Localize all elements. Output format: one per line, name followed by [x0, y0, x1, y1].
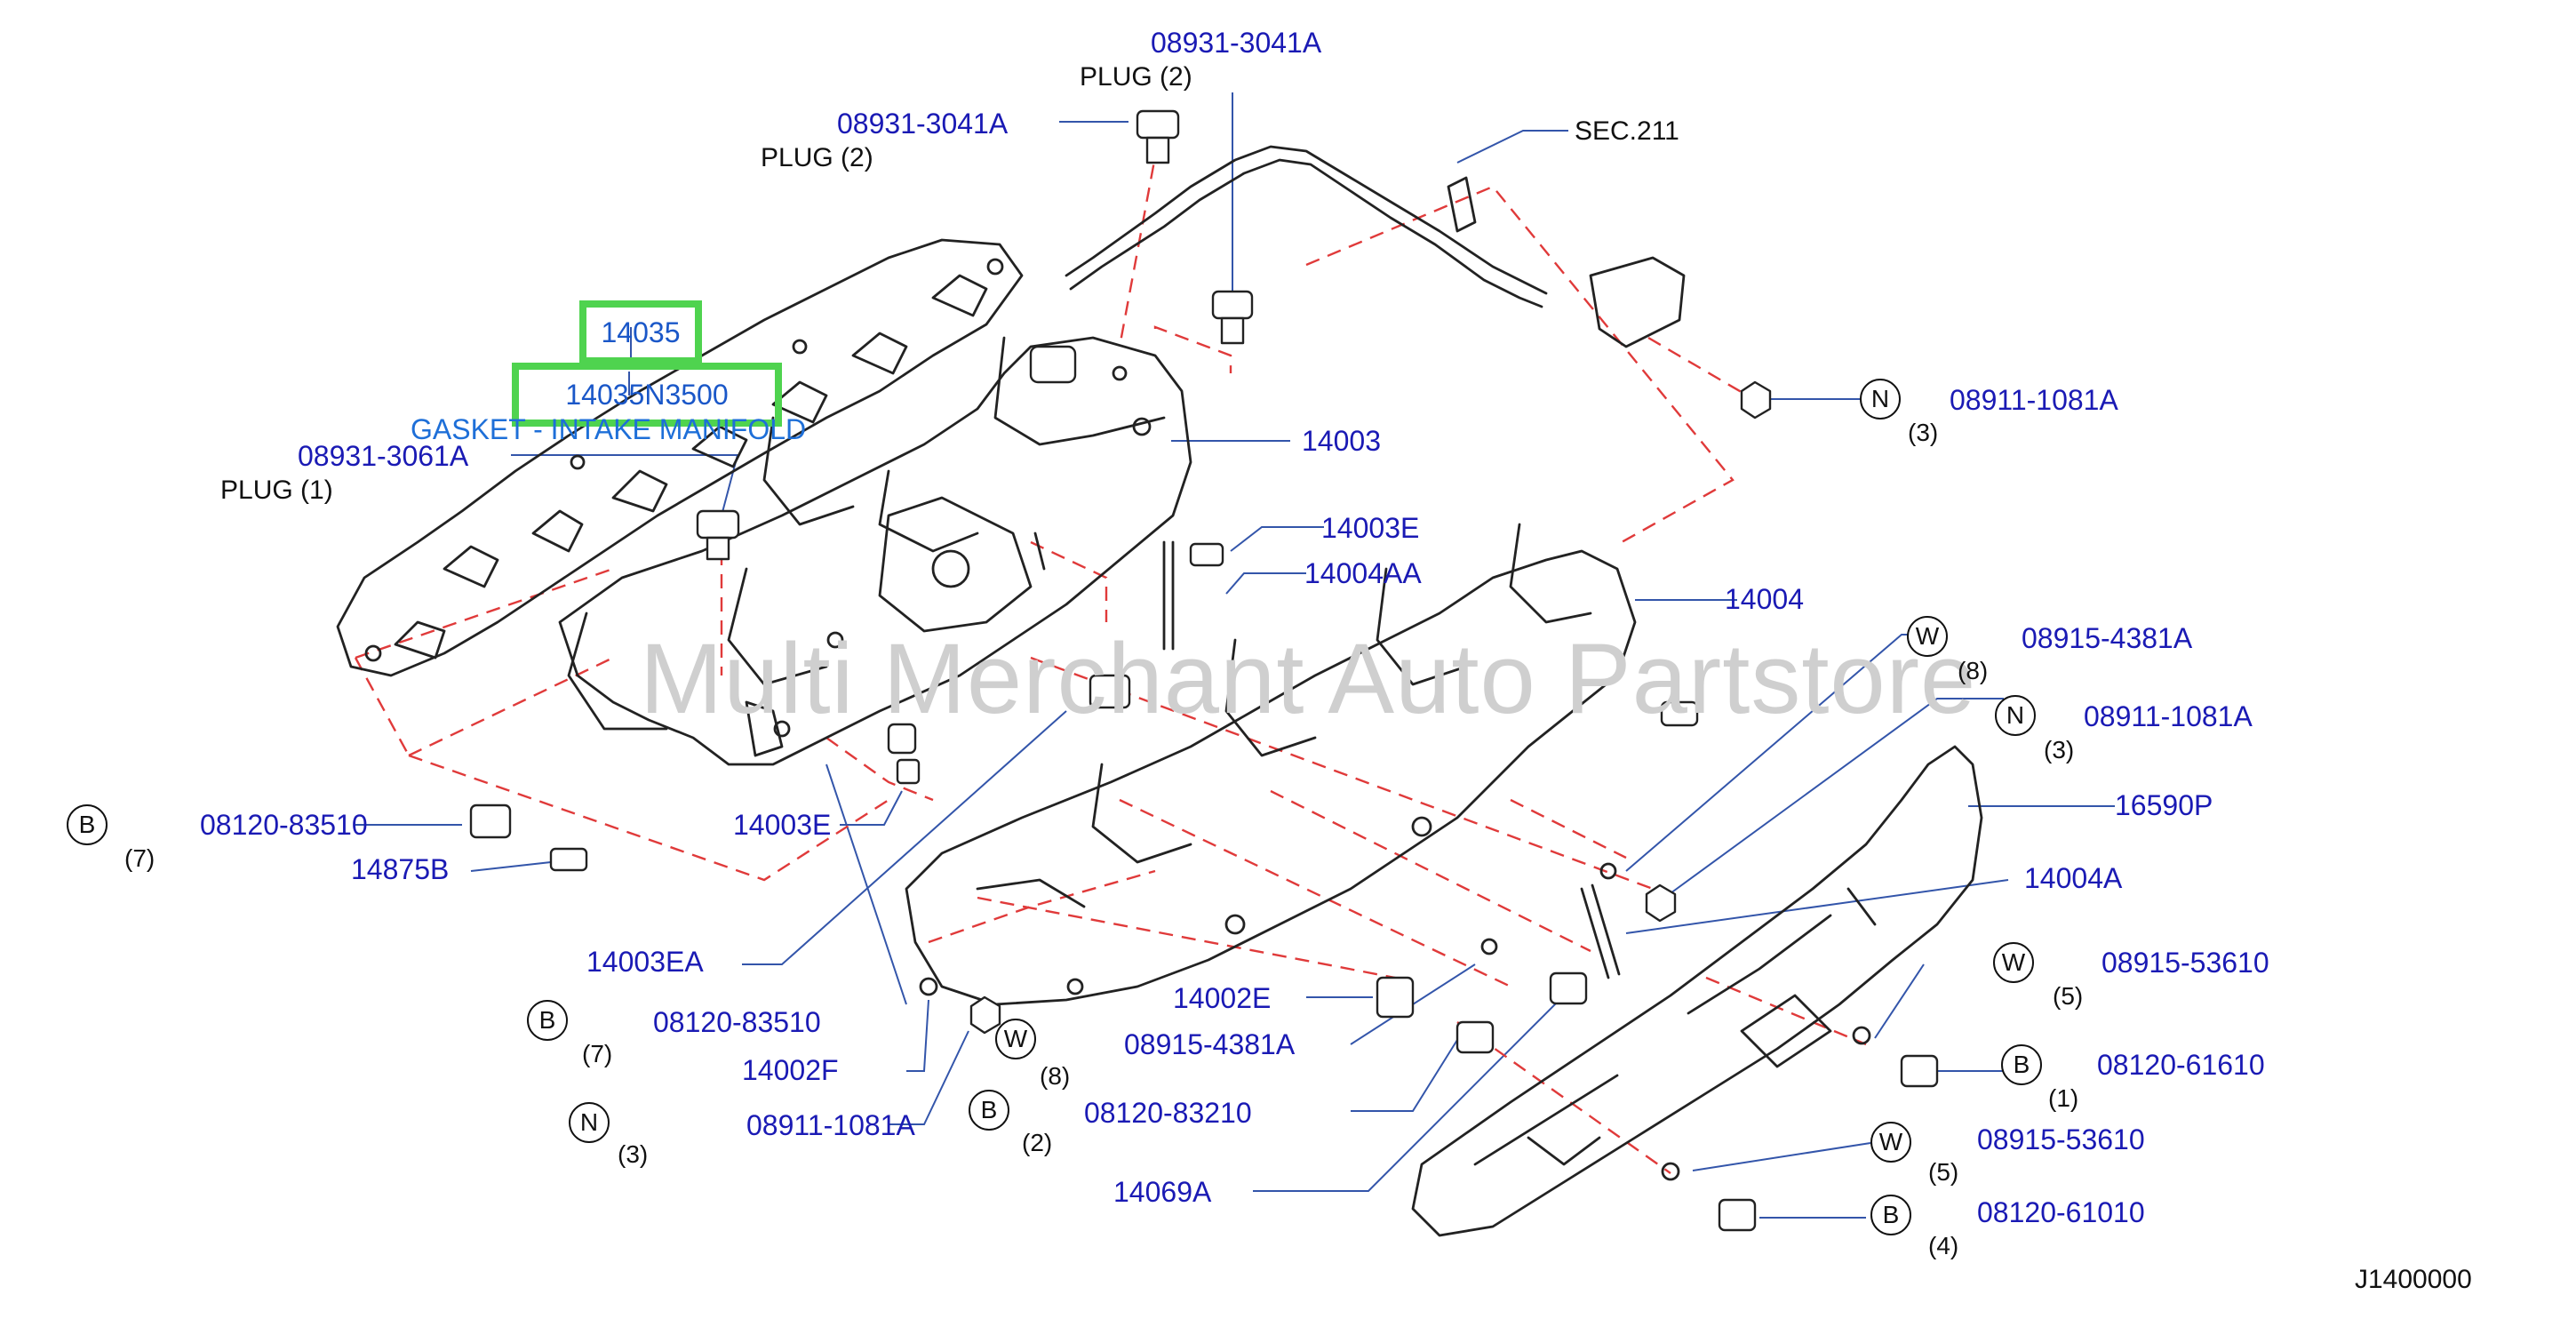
part-label-08931-3041A-top[interactable]: 08931-3041A: [1151, 27, 1322, 59]
qty-label-b-7l: (7): [124, 844, 156, 872]
qty-label-n-3c: (3): [618, 1140, 649, 1168]
part-label-14003[interactable]: 14003: [1302, 425, 1381, 457]
part-label-08120-83210[interactable]: 08120-83210: [1084, 1097, 1252, 1129]
part-label-08911-1081A-r1[interactable]: 08911-1081A: [1950, 384, 2118, 416]
part-label-14069A[interactable]: 14069A: [1113, 1176, 1212, 1208]
callout-n-c: N: [569, 1102, 610, 1143]
part-label-08120-83510-c[interactable]: 08120-83510: [653, 1006, 821, 1038]
section-ref-label[interactable]: SEC.211: [1575, 116, 1679, 146]
watermark: Multi Merchant Auto Partstore: [640, 623, 1977, 734]
part-label-08915-4381A-c[interactable]: 08915-4381A: [1124, 1028, 1296, 1060]
plug-label-top: PLUG (2): [1080, 62, 1192, 92]
callout-w-a: W: [1993, 942, 2034, 983]
callout-n-r1: N: [1860, 379, 1901, 420]
part-label-08915-53610-b[interactable]: 08915-53610: [1977, 1123, 2145, 1155]
part-label-08931-3061A[interactable]: 08931-3061A: [298, 440, 469, 472]
qty-label-n-r2: (3): [2044, 736, 2075, 763]
callout-b-7c: B: [527, 1000, 568, 1041]
part-label-08120-61610[interactable]: 08120-61610: [2097, 1049, 2265, 1081]
group-code-highlight[interactable]: 14035: [579, 300, 702, 364]
qty-label-b-7c: (7): [582, 1040, 613, 1067]
part-label-14003EA[interactable]: 14003EA: [586, 946, 704, 978]
intake-manifold-gasket: [336, 238, 1024, 677]
water-pipe: [1065, 145, 1686, 348]
qty-label-b-2: (2): [1022, 1129, 1053, 1156]
callout-b-7l: B: [67, 804, 108, 845]
group-code-text: 14035: [601, 316, 681, 348]
qty-label-b-1: (1): [2048, 1084, 2079, 1112]
part-label-14002F[interactable]: 14002F: [742, 1054, 839, 1086]
part-label-08931-3041A-left[interactable]: 08931-3041A: [837, 108, 1009, 140]
part-label-08915-53610-a[interactable]: 08915-53610: [2101, 947, 2269, 979]
part-label-14003E-top[interactable]: 14003E: [1321, 512, 1420, 544]
part-label-08915-4381A-r[interactable]: 08915-4381A: [2022, 622, 2193, 654]
callout-b-1: B: [2001, 1044, 2042, 1085]
heat-shield: [1411, 745, 1983, 1237]
plug-label-1: PLUG (1): [220, 476, 333, 505]
diagram-code: J1400000: [2355, 1265, 2472, 1294]
part-number-text: 14035N3500: [565, 379, 729, 411]
qty-label-w-8c: (8): [1040, 1062, 1071, 1090]
callout-w-c: W: [995, 1019, 1036, 1059]
callout-b-2: B: [969, 1090, 1009, 1131]
part-label-08911-1081A-c[interactable]: 08911-1081A: [746, 1109, 915, 1141]
leader-lines: [355, 92, 2115, 1219]
intake-manifold: [558, 336, 1192, 766]
callout-w-r: W: [1907, 616, 1948, 657]
part-label-14002E[interactable]: 14002E: [1173, 982, 1272, 1014]
part-number-highlight[interactable]: 14035N3500: [512, 363, 782, 427]
gasket-title: GASKET - INTAKE MANIFOLD: [411, 413, 807, 445]
callout-w-b: W: [1870, 1122, 1911, 1163]
part-label-14004AA[interactable]: 14004AA: [1304, 557, 1422, 589]
plug-label-left: PLUG (2): [761, 143, 873, 172]
exhaust-manifold: [905, 523, 1637, 1006]
part-label-08120-83510-l[interactable]: 08120-83510: [200, 809, 368, 841]
part-label-14875B[interactable]: 14875B: [351, 853, 450, 885]
qty-label-w-5a: (5): [2053, 982, 2084, 1010]
qty-label-b-4: (4): [1928, 1232, 1959, 1259]
hardware: [469, 109, 1939, 1232]
part-label-08120-61010[interactable]: 08120-61010: [1977, 1196, 2145, 1228]
part-label-14004[interactable]: 14004: [1725, 583, 1804, 615]
alignment-dashes: [354, 141, 1867, 1174]
callout-b-4: B: [1870, 1195, 1911, 1235]
qty-label-w-5b: (5): [1928, 1158, 1959, 1186]
part-label-08911-1081A-r2[interactable]: 08911-1081A: [2084, 700, 2253, 732]
qty-label-n-r1: (3): [1908, 419, 1939, 446]
callout-n-r2: N: [1995, 695, 2036, 736]
qty-label-w-8r: (8): [1958, 657, 1989, 684]
part-label-14003E-low[interactable]: 14003E: [733, 809, 832, 841]
part-label-14004A[interactable]: 14004A: [2024, 862, 2123, 894]
part-label-16590P[interactable]: 16590P: [2115, 789, 2213, 821]
